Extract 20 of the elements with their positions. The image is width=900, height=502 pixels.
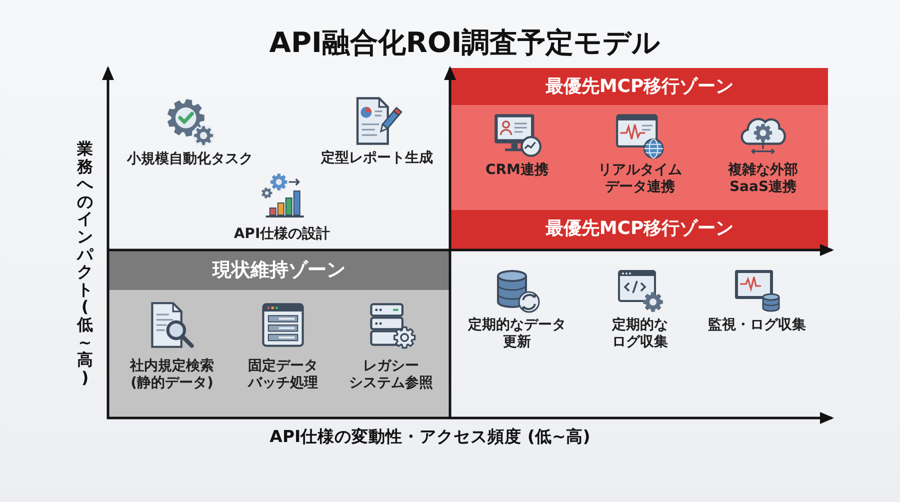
item-label: 定型レポート生成 [321,150,433,167]
item-label: 定期的なログ収集 [612,317,668,351]
x-axis-label: API仕様の変動性・アクセス頻度 (低~高) [270,427,590,447]
diagram-title: API融合化ROI調査予定モデル [269,26,661,60]
item-label: 複雑な外部SaaS連携 [728,162,798,196]
item-label: 社内規定検索(静的データ) [130,358,214,392]
item-label: CRM連携 [486,162,548,179]
zone-header: 現状維持ゾーン [108,250,450,290]
item-label: 監視・ログ収集 [708,317,806,334]
item-label: レガシーシステム参照 [349,358,433,392]
item-label: API仕様の設計 [234,226,330,243]
priority-zone-panel [451,68,828,250]
status-quo-zone-panel [108,250,450,418]
y-axis-label: 業務へのインパクト(低~高) [76,140,94,386]
item-label: リアルタイムデータ連携 [598,162,682,196]
item-label: 定期的なデータ更新 [468,317,566,351]
zone-header: 最優先MCP移行ゾーン [451,68,828,105]
item-label: 固定データバッチ処理 [248,358,318,392]
zone-footer: 最優先MCP移行ゾーン [451,210,828,250]
item-label: 小規模自動化タスク [127,151,253,168]
